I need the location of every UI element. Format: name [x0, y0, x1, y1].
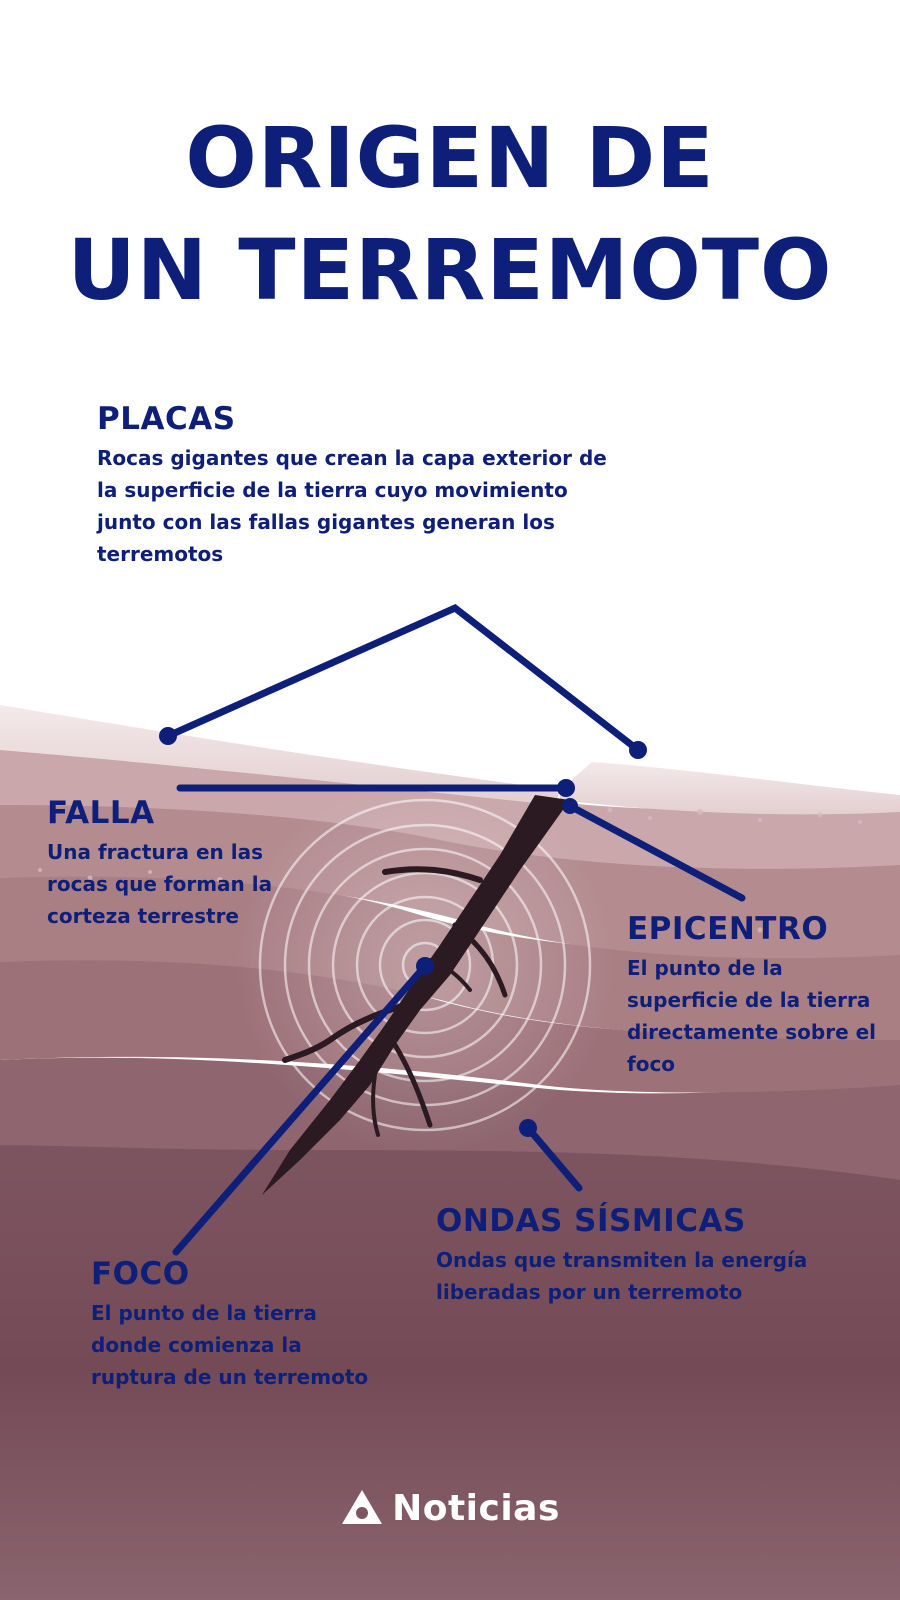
foco-heading: FOCO — [91, 1256, 190, 1292]
placas-dot-left — [159, 727, 177, 745]
fault-branches — [282, 866, 508, 1137]
pointer-dots — [159, 727, 647, 1137]
ondas-text: Ondas que transmiten la energía liberada… — [436, 1248, 808, 1305]
label-falla: FALLA Una fractura en las rocas que form… — [47, 796, 287, 932]
label-epicentro: EPICENTRO El punto de la superficie de l… — [627, 912, 897, 1080]
ondas-pointer — [524, 1124, 583, 1192]
deep-rock-layer — [0, 1140, 900, 1600]
foco-text: El punto de la tierra donde comienza la … — [91, 1301, 369, 1390]
page-title-line2: UN TERREMOTO — [67, 221, 833, 319]
falla-heading: FALLA — [47, 795, 155, 831]
pointer-lines — [164, 603, 746, 1256]
epicentro-pointer — [566, 802, 746, 902]
label-placas: PLACAS Rocas gigantes que crean la capa … — [97, 402, 617, 570]
ondas-dot — [519, 1119, 537, 1137]
epicentro-heading: EPICENTRO — [627, 911, 829, 947]
antena3-logo-icon — [342, 1490, 383, 1524]
epicentro-text: El punto de la superficie de la tierra d… — [627, 956, 877, 1077]
placas-text: Rocas gigantes que crean la capa exterio… — [97, 446, 607, 567]
brand-footer: Noticias — [0, 1483, 900, 1533]
label-ondas-sismicas: ONDAS SÍSMICAS Ondas que transmiten la e… — [436, 1204, 886, 1308]
epicentro-dot — [562, 798, 578, 814]
fault-crack — [262, 795, 570, 1195]
brand-name: Noticias — [392, 1487, 560, 1529]
label-foco: FOCO El punto de la tierra donde comienz… — [91, 1257, 381, 1393]
page-title-line1: ORIGEN DE — [185, 109, 715, 207]
rock-texture — [38, 807, 862, 937]
falla-text: Una fractura en las rocas que forman la … — [47, 840, 273, 929]
foco-dot — [416, 957, 434, 975]
seismic-wave-rings — [258, 798, 592, 1132]
placas-dot-right — [629, 741, 647, 759]
foco-pointer — [172, 962, 429, 1256]
crust-right — [560, 762, 900, 815]
falla-dot — [557, 779, 575, 797]
placas-pointer — [164, 603, 642, 754]
ondas-heading: ONDAS SÍSMICAS — [436, 1203, 746, 1239]
placas-heading: PLACAS — [97, 401, 236, 437]
